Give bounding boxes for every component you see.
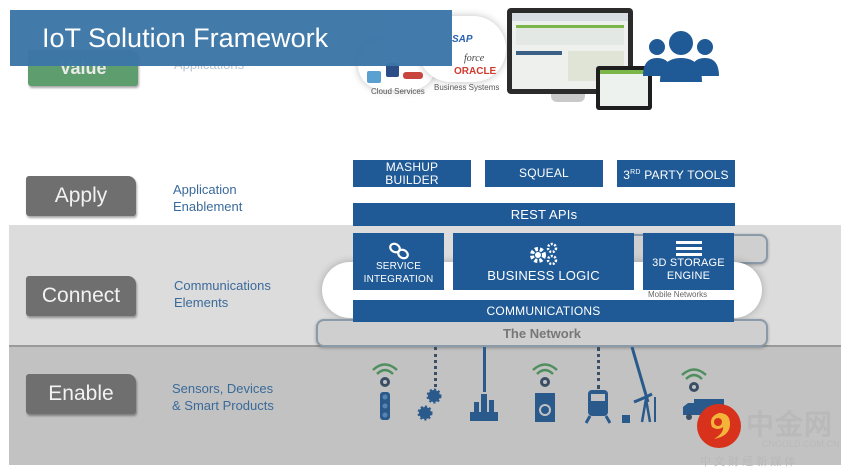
watermark: 中金网 CNGOLD.COM.CN 中 文 财 经 新 媒 体 [696,403,846,475]
squeal-box: SQUEAL [485,160,603,187]
communications-box: COMMUNICATIONS [353,300,734,322]
dotted-link [434,347,437,387]
wifi-icon [681,368,707,380]
layer-tab-label: Enable [48,382,114,405]
mobile-networks-label: Mobile Networks [648,290,708,299]
layer-tab-label: Connect [41,284,121,307]
layer-tab-label: Apply [54,184,108,207]
storage-engine-box: 3D STORAGE ENGINE [643,233,734,290]
gears-device [417,388,442,421]
cngold-logo-icon [697,404,741,448]
the-network-bar: The Network [316,319,768,347]
salesforce-logo: force [464,53,485,64]
rest-apis-box: REST APIs [353,203,735,226]
gears-icon [529,242,557,265]
cloud-services-label: Cloud Services [371,87,425,96]
third-party-tools-box: 3RD PARTY TOOLS [617,160,735,187]
business-logic-box: BUSINESS LOGIC [453,233,634,290]
layer-tab-enable: Enable [26,374,136,414]
business-systems-label: Business Systems [434,83,500,92]
dotted-link [597,347,600,389]
layer-desc-apply: Application Enablement [173,182,243,214]
twitter-icon [367,71,381,83]
oracle-logo: ORACLE [454,66,497,77]
traffic-light-device [372,363,398,420]
facebook-icon [386,63,399,77]
mashup-builder-box: MASHUP BUILDER [353,160,471,187]
wifi-icon [372,363,398,375]
users-icon [643,31,719,82]
layer-desc-connect: Communications Elements [174,278,271,310]
factory-device [470,394,498,421]
crm-logo-icon [403,72,423,79]
train-device [585,390,611,424]
watermark-tagline: 中 文 财 经 新 媒 体 [700,456,796,468]
page-title: IoT Solution Framework [10,10,452,66]
layer-tab-apply: Apply [26,176,136,216]
wifi-icon [532,363,558,375]
wired-link [483,347,486,392]
tablet-icon [596,66,652,110]
link-chain-icon [388,242,409,259]
watermark-domain: CNGOLD.COM.CN [762,439,840,449]
washing-machine-device [532,363,558,422]
sap-logo: SAP [452,34,473,45]
storage-layers-icon [675,240,702,256]
oil-pump-device [622,347,656,423]
watermark-brand: 中金网 [746,409,834,440]
layer-desc-enable: Sensors, Devices & Smart Products [172,381,274,413]
monitor-stand [551,94,585,102]
service-integration-box: SERVICE INTEGRATION [353,233,444,290]
layer-tab-connect: Connect [26,276,136,316]
